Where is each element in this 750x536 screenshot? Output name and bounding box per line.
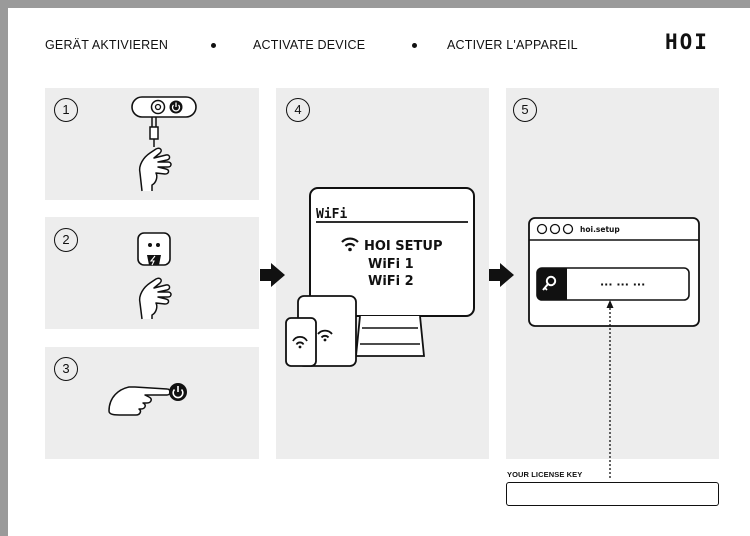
network-wifi-2: WiFi 2 (368, 274, 414, 289)
arrow-right-icon (489, 263, 514, 287)
window-control-icon (536, 223, 548, 235)
window-control-icon (549, 223, 561, 235)
wifi-signal-icon (341, 237, 359, 252)
press-power-button-icon (108, 383, 187, 416)
step-number-5: 5 (513, 98, 537, 122)
masked-license-value: ··· ··· ··· (600, 278, 645, 291)
header-english: ACTIVATE DEVICE (253, 38, 366, 52)
license-key-label: YOUR LICENSE KEY (507, 470, 583, 479)
window-control-icon (562, 223, 574, 235)
monitor-wifi-heading: WiFi (316, 207, 347, 222)
header-separator (211, 43, 216, 48)
network-hoi-setup: HOI SETUP (364, 239, 443, 254)
browser-url: hoi.setup (580, 225, 620, 234)
browser-license-icon: hoi.setup ··· ··· ··· (528, 217, 700, 327)
step-3-panel (45, 347, 259, 459)
header-separator (412, 43, 417, 48)
step-number-4: 4 (286, 98, 310, 122)
logo-text: HOI (665, 30, 709, 54)
leader-arrow-icon (606, 300, 614, 480)
step-number-3: 3 (54, 357, 78, 381)
header-german: GERÄT AKTIVIEREN (45, 38, 169, 52)
step-number-1: 1 (54, 98, 78, 122)
header-french: ACTIVER L'APPAREIL (447, 38, 578, 52)
wall-socket-plug-icon (137, 232, 172, 320)
hoi-logo: HOI (665, 30, 709, 54)
network-wifi-1: WiFi 1 (368, 257, 414, 272)
step-number-2: 2 (54, 228, 78, 252)
license-key-input[interactable] (506, 482, 719, 506)
monitor-wifi-icon: WiFi HOI SETUP WiFi 1 WiFi 2 (285, 187, 475, 367)
power-switch-plug-icon (131, 96, 197, 192)
arrow-right-icon (260, 263, 285, 287)
